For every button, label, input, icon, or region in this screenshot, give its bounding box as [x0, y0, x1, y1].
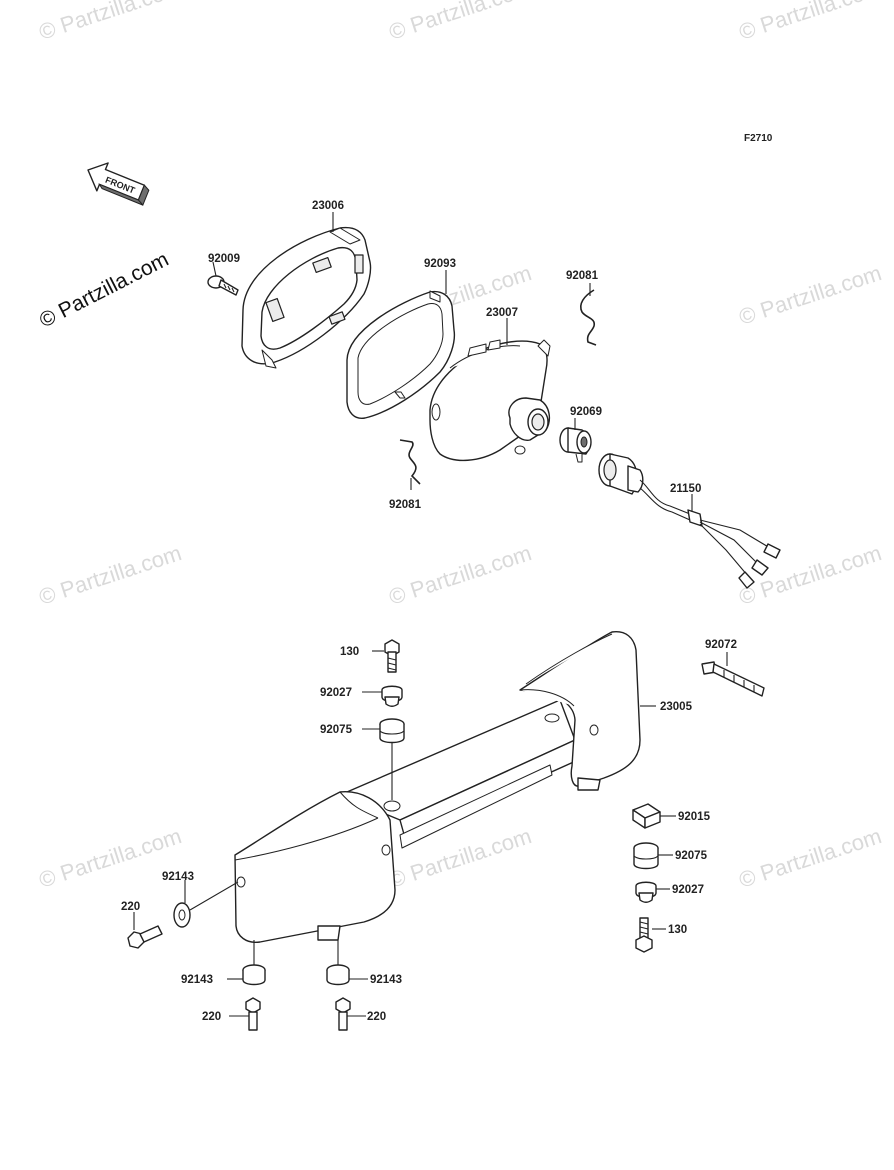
label-92081-top: 92081: [566, 270, 599, 282]
collar-92027-top: [381, 685, 403, 707]
main-cover-23005: [234, 631, 641, 943]
watermark: © Partzilla.com: [386, 0, 535, 45]
watermark: © Partzilla.com: [36, 0, 185, 45]
screw-92009: [207, 275, 239, 296]
upper-leader-lines: [212, 212, 693, 512]
label-220-left: 220: [121, 901, 140, 913]
label-92075-top: 92075: [320, 724, 353, 736]
upper-part-labels: 23006 92009 92093 92081 23007 92069 9208…: [208, 200, 701, 511]
label-92075-right: 92075: [675, 850, 708, 862]
lower-leader-lines: [133, 650, 728, 1017]
front-arrow: FRONT: [87, 162, 150, 207]
label-220-bl: 220: [202, 1011, 221, 1023]
bolt-220-left: [127, 925, 163, 949]
gasket-92093: [346, 290, 456, 419]
label-92093: 92093: [424, 258, 456, 270]
socket-harness-21150: [598, 453, 781, 589]
label-92143-bm: 92143: [370, 974, 402, 986]
bolt-220-bm: [335, 997, 351, 1031]
clip-92081-bottom: [399, 439, 421, 485]
watermark: © Partzilla.com: [736, 540, 885, 610]
figure-reference: F2710: [744, 133, 773, 144]
label-92072: 92072: [705, 639, 737, 651]
label-92069: 92069: [570, 406, 602, 418]
grommet-92075-top: [379, 718, 405, 744]
bulb-92069: [559, 427, 592, 463]
bolt-220-bl: [245, 997, 261, 1031]
label-92015: 92015: [678, 811, 711, 823]
watermark: © Partzilla.com: [736, 0, 885, 45]
label-92009: 92009: [208, 253, 240, 265]
label-21150: 21150: [670, 483, 701, 495]
collar-92027-right: [635, 881, 657, 903]
clip-nut-92015: [632, 803, 661, 829]
lower-part-labels: 130 92027 92075 92072 23005 92015 92075 …: [121, 639, 737, 1023]
label-23006: 23006: [312, 200, 344, 212]
label-23005: 23005: [660, 701, 693, 713]
grommet-92143-bl: [242, 964, 266, 986]
bolt-130-right: [635, 917, 653, 953]
label-23007: 23007: [486, 307, 518, 319]
watermark: © Partzilla.com: [386, 540, 535, 610]
watermark: © Partzilla.com: [736, 260, 885, 330]
label-92081-bottom: 92081: [389, 499, 422, 511]
clip-92081-top: [579, 289, 597, 346]
label-92027-right: 92027: [672, 884, 704, 896]
grommet-92075-right: [633, 842, 659, 870]
watermark: © Partzilla.com: [736, 823, 885, 893]
label-130-top: 130: [340, 646, 359, 658]
headlight-housing: [429, 339, 551, 462]
watermark-dark: © Partzilla.com: [36, 248, 173, 333]
label-92143-bl: 92143: [181, 974, 213, 986]
label-92143-left: 92143: [162, 871, 194, 883]
grommet-92143-left: [173, 902, 191, 928]
bolt-130-top: [384, 639, 400, 673]
grommet-92143-bm: [326, 964, 350, 986]
label-220-bm: 220: [367, 1011, 386, 1023]
label-92027-top: 92027: [320, 687, 352, 699]
tie-strap-92072: [701, 661, 765, 697]
headlight-rim: [241, 226, 372, 369]
watermark: © Partzilla.com: [36, 540, 185, 610]
label-130-right: 130: [668, 924, 687, 936]
